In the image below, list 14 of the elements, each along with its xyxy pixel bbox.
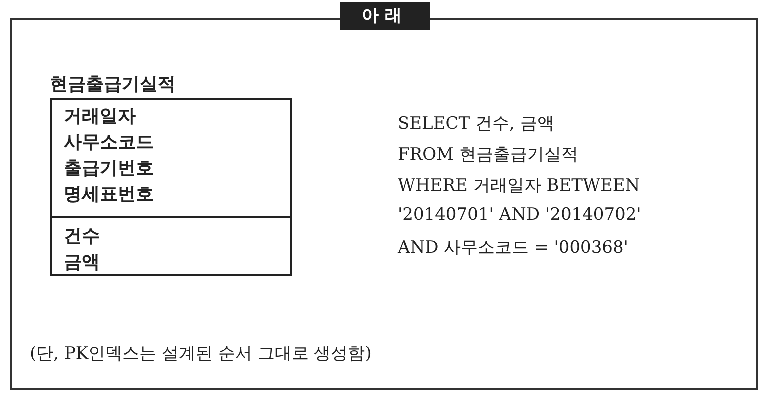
attribute-name: 사무소코드 bbox=[64, 131, 154, 154]
entity-name: 현금출급기실적 bbox=[50, 73, 176, 96]
sql-line: FROM 현금출급기실적 bbox=[398, 144, 578, 166]
title-tab: 아래 bbox=[340, 2, 430, 30]
note-text: (단, PK인덱스는 설계된 순서 그대로 생성함) bbox=[30, 343, 372, 365]
sql-line: SELECT 건수, 금액 bbox=[398, 113, 554, 135]
sql-line: WHERE 거래일자 BETWEEN bbox=[398, 175, 640, 197]
attribute-name: 거래일자 bbox=[64, 105, 136, 128]
sql-line: AND 사무소코드 = '000368' bbox=[398, 237, 628, 259]
attribute-name: 금액 bbox=[64, 251, 100, 274]
sql-line: '20140701' AND '20140702' bbox=[398, 205, 642, 225]
attribute-name: 건수 bbox=[64, 225, 100, 248]
attribute-name: 출급기번호 bbox=[64, 157, 154, 180]
attribute-name: 명세표번호 bbox=[64, 183, 154, 206]
